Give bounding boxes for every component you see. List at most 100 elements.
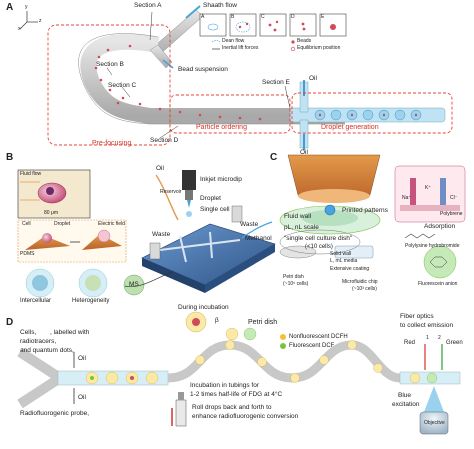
red-label: Red <box>404 340 416 346</box>
objective-label: Objective <box>424 420 445 426</box>
oil-d-top-label: Oil <box>78 355 86 362</box>
polylysine-label: Polylysine hydrobromide <box>405 243 460 249</box>
channel-2-label: 2 <box>438 335 441 341</box>
green-label: Green <box>446 340 463 346</box>
fluorescein-circle <box>423 245 457 279</box>
legend-dean-flow: Dean flow <box>222 38 245 44</box>
axis-z-label: z <box>39 18 42 24</box>
droplet-b-label: Droplet <box>200 195 221 202</box>
inset-b-letter: B <box>231 14 235 20</box>
cells-text-1: Cells, <box>20 329 37 336</box>
panel-b-letter: B <box>6 152 14 163</box>
inset-e-letter: E <box>321 14 325 20</box>
bead-inlet-arrow <box>162 59 174 69</box>
section-markers <box>106 11 291 139</box>
panel-b <box>17 169 276 298</box>
oil-b-label: Oil <box>156 165 164 172</box>
solid-wall-label: Solid wall <box>330 251 352 257</box>
legend-beads: Beads <box>297 38 312 44</box>
panel-d <box>17 311 461 435</box>
pdms-label: PDMS <box>20 251 35 257</box>
panel-a-letter: A <box>6 2 14 13</box>
ms-badge <box>123 274 145 296</box>
panel-a <box>19 5 453 150</box>
fluorescent-label: Fluorescent DCF <box>289 343 335 349</box>
blue-excitation-1: Blue <box>398 392 412 399</box>
electric-field-label: Electric field <box>98 221 125 227</box>
pl-nl-scale-label: pL, nL scale <box>284 224 319 231</box>
section-d-label: Section D <box>150 137 179 144</box>
beta-label: β <box>215 317 219 324</box>
scale-bar-label: 80 μm <box>44 210 58 216</box>
waste-left-label: Waste <box>152 231 171 238</box>
ion-cl-label: Cl⁻ <box>450 195 458 201</box>
reservoir-label: Reservoir <box>160 189 182 195</box>
inkjet-label: Inkjet microdip <box>200 176 242 183</box>
fiber-optics-1: Fiber optics <box>400 313 434 320</box>
extensive-coating-label: Extensive coating <box>330 266 370 272</box>
printed-patterns-label: Printed patterns <box>342 207 388 214</box>
solid-wall-dish <box>279 229 361 255</box>
pre-focusing-label: Pre-focusing <box>92 140 132 147</box>
intercellular-label: Intercellular <box>20 298 52 304</box>
oil-d-bottom-label: Oil <box>78 394 86 401</box>
section-a-label: Section A <box>134 2 162 9</box>
chip-channels <box>159 231 241 263</box>
radiotracers-text: radiotracers, <box>20 338 57 345</box>
droplet-generation-label: Droplet generation <box>321 124 379 131</box>
inkjet-microdip <box>182 170 196 190</box>
pre-focusing-box <box>47 24 171 146</box>
axis-x-label: x <box>18 26 21 32</box>
droplet-generation-box <box>291 92 453 134</box>
petri-dish-d-label: Petri dish <box>248 319 278 326</box>
bead-suspension-label: Bead suspension <box>178 66 228 73</box>
main-channel <box>80 33 345 124</box>
incubation-note-2: 1-2 times half-life of FDG at 4°C <box>190 391 283 398</box>
objective-lens <box>419 411 449 435</box>
fluid-flow-label: Fluid flow <box>20 171 42 177</box>
during-incubation-label: During incubation <box>178 304 229 311</box>
section-b-label: Section B <box>96 61 124 68</box>
axis-y-label: y <box>25 4 28 10</box>
droplet-small-label: Droplet <box>54 221 71 227</box>
microfluidic-chip-label: Microfluidic chip <box>342 279 378 285</box>
cells-text-2: , labelled with <box>50 329 90 336</box>
main-channel-edge <box>78 33 345 125</box>
fluorescein-label: Fluorescein anion <box>418 281 458 287</box>
blue-excitation-2: excitation <box>392 401 420 408</box>
quantum-dots-text: and quantum dots, <box>20 347 74 354</box>
inset-c-letter: C <box>261 14 265 20</box>
section-c-label: Section C <box>108 82 137 89</box>
y-junction <box>17 347 70 409</box>
culture-dish-label: "single cell culture dish" <box>284 235 353 242</box>
polybrene-label: Polybrene <box>440 211 463 217</box>
particle-ordering-box <box>169 94 291 134</box>
incubation-note-1: Incubation in tubings for <box>190 382 260 389</box>
roll-note-1: Roll drops back and forth to <box>192 404 272 411</box>
waste-right-label: Waste <box>240 221 259 228</box>
ion-k-label: K⁺ <box>425 185 431 191</box>
section-e-label: Section E <box>262 79 290 86</box>
legend-equilibrium: Equilibrium position <box>297 45 341 51</box>
channel-1-label: 1 <box>426 335 429 341</box>
syringe <box>175 399 187 427</box>
oil-top-label: Oil <box>309 75 317 82</box>
axes-indicator <box>19 11 38 30</box>
cell-label: Cell <box>22 221 31 227</box>
ion-na-label: Na⁺ <box>402 195 412 201</box>
droplets-d <box>85 371 159 385</box>
beads <box>94 44 262 121</box>
droplets-row <box>314 109 422 121</box>
roll-note-2: enhance radiofluorogenic conversion <box>192 413 299 420</box>
polymer-structure <box>404 233 436 239</box>
sheath-flow-arrow <box>185 5 201 19</box>
panel-d-letter: D <box>6 317 14 328</box>
methanol-tubing <box>241 221 273 239</box>
radio-probe-label: Radiofluorogenic probe, <box>20 410 90 417</box>
petri-count-label: (~10⁵ cells) <box>283 281 309 287</box>
cross-section-insets <box>199 13 347 37</box>
sheath-flow-label: Shaath flow <box>203 2 237 9</box>
oil-tubing <box>155 174 179 221</box>
fluid-wall-label: Fluid wall <box>284 213 312 220</box>
